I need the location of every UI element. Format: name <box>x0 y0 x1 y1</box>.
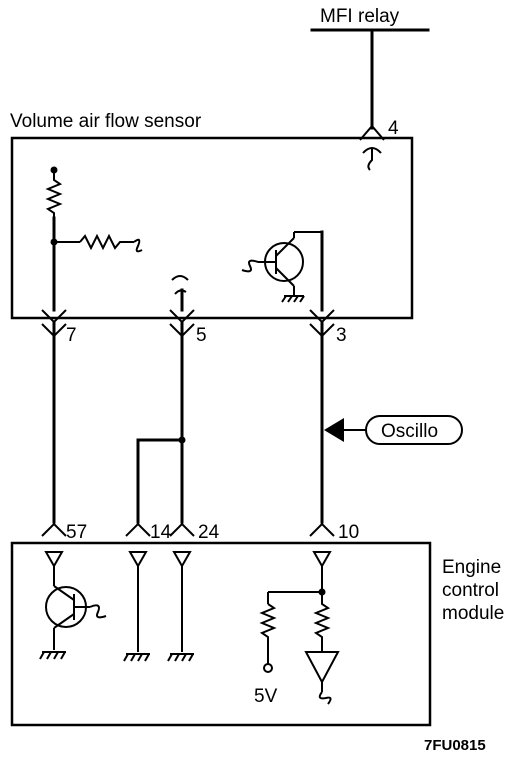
pin-4-label: 4 <box>388 118 399 139</box>
wire-splice-14 <box>136 436 186 524</box>
pullup-resistor <box>259 603 277 664</box>
sensor-pin5-internal <box>171 275 189 312</box>
connector-pin-57: 57 <box>41 522 87 543</box>
buffer-icon <box>304 651 340 685</box>
pin-10-label: 10 <box>338 522 359 543</box>
pin-57-label: 57 <box>66 522 87 543</box>
pin-5-label: 5 <box>196 325 207 346</box>
ground-pin-24 <box>167 566 194 662</box>
5v-terminal <box>263 663 273 673</box>
probe-icon <box>324 418 344 442</box>
resistor-horizontal <box>79 233 134 251</box>
pin-24-label: 24 <box>198 522 220 543</box>
ecm-box <box>10 541 432 727</box>
sensor-resistor-network <box>45 166 143 312</box>
ground-pin-14 <box>123 566 150 662</box>
connector-pin-10: 10 <box>309 522 359 543</box>
connector-pin-7: 7 <box>41 309 77 346</box>
pin-7-label: 7 <box>66 325 77 346</box>
input-resistor <box>313 592 331 652</box>
voltage-label: 5V <box>254 686 278 707</box>
figure-code: 7FU0815 <box>424 737 486 754</box>
mfi-relay-label: MFI relay <box>320 6 400 27</box>
ecm-transistor <box>39 566 107 660</box>
resistor-vertical <box>45 170 63 218</box>
connector-pin-24: 24 <box>169 522 220 543</box>
mfi-relay: MFI relay <box>310 6 430 32</box>
ecm-label-line1: Engine <box>442 557 501 578</box>
ecm-label-line2: control <box>442 580 499 601</box>
connector-pin-3: 3 <box>309 309 347 346</box>
oscilloscope-probe: Oscillo <box>324 415 463 445</box>
ecm-label-line3: module <box>442 603 504 624</box>
oscillo-label: Oscillo <box>381 421 438 442</box>
sensor-label: Volume air flow sensor <box>10 111 202 132</box>
pin-14-label: 14 <box>150 522 172 543</box>
sensor-transistor <box>241 230 324 312</box>
connector-pin-4: 4 <box>359 118 399 171</box>
connector-pin-5: 5 <box>169 309 207 346</box>
ecm-input-circuit-pin-10: 5V <box>254 566 340 707</box>
pin-3-label: 3 <box>336 325 347 346</box>
ecm-terminals <box>44 551 332 569</box>
connector-pin-14: 14 <box>125 522 172 543</box>
engine-control-module: Engine control module <box>10 541 504 727</box>
sensor-box <box>10 136 414 320</box>
volume-air-flow-sensor: Volume air flow sensor <box>10 111 414 320</box>
